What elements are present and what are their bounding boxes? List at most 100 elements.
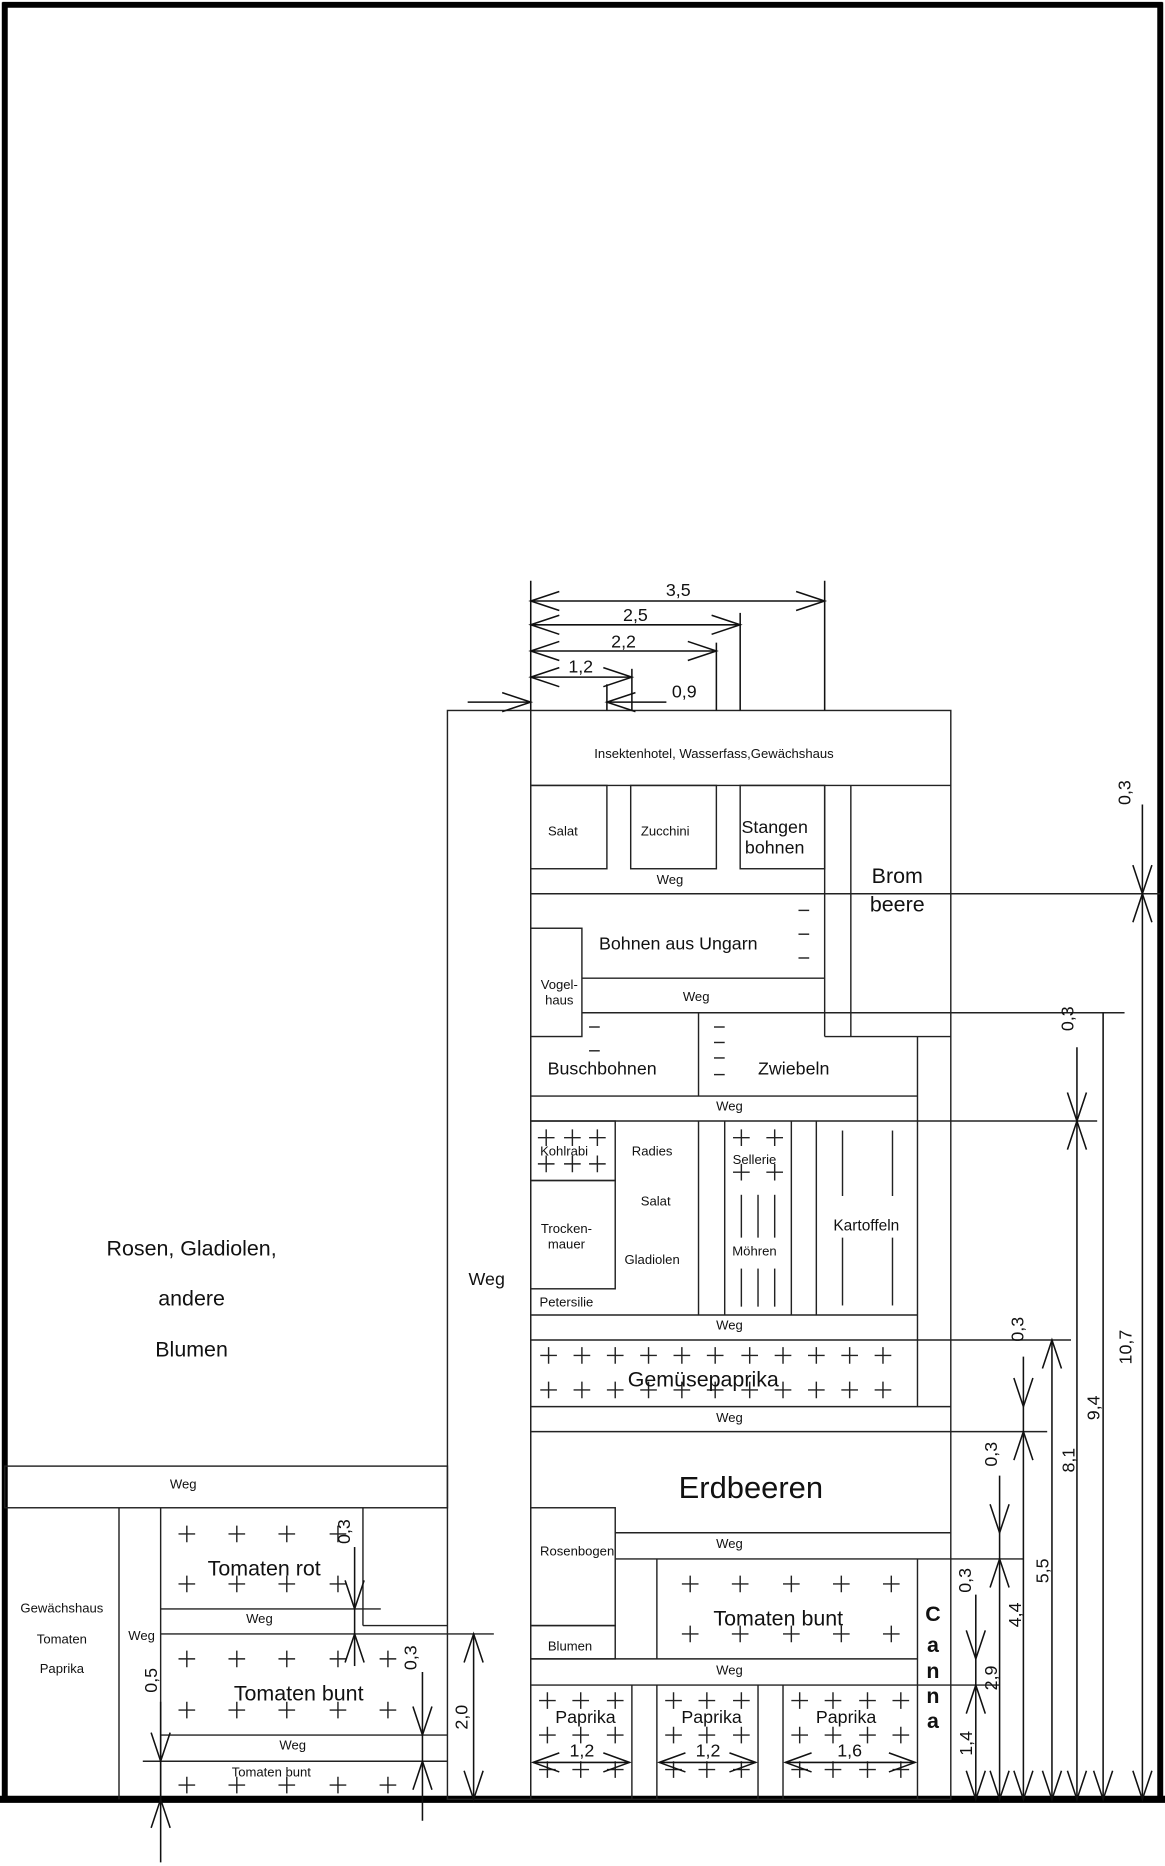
dim-label: 2,9: [981, 1665, 1001, 1690]
plant-cross-icon: [379, 1701, 397, 1719]
plant-cross-icon: [766, 1163, 784, 1181]
sellerie-label: Sellerie: [733, 1152, 777, 1167]
buschbohnen-label: Buschbohnen: [548, 1059, 657, 1079]
plant-cross-icon: [278, 1701, 296, 1719]
plant-cross-icon: [791, 1692, 809, 1709]
plant-cross-icon: [783, 1625, 800, 1643]
plant-cross-icon: [859, 1761, 876, 1778]
plant-cross-icon: [841, 1381, 858, 1399]
gladiolen-label: Gladiolen: [624, 1252, 679, 1267]
plant-cross-icon: [808, 1347, 825, 1364]
path-label: Weg: [716, 1098, 743, 1113]
dim-label: 0,3: [955, 1568, 975, 1593]
plant-cross-icon: [278, 1776, 296, 1794]
dim-label: 1,4: [956, 1731, 976, 1756]
plant-cross-icon: [606, 1726, 624, 1744]
plant-cross-icon: [329, 1701, 347, 1719]
plant-cross-icon: [706, 1347, 724, 1364]
plant-cross-icon: [706, 1381, 724, 1399]
paprika-label: Paprika: [816, 1707, 877, 1727]
plot-frame: [0, 1, 1165, 1803]
plant-cross-icon: [640, 1347, 657, 1364]
gemuesepaprika-label: Gemüsepaprika: [628, 1367, 779, 1391]
canna-letter: a: [927, 1633, 940, 1657]
path-label: Weg: [716, 1536, 743, 1551]
stangenbohnen-label-1: Stangen: [741, 817, 807, 837]
erdbeeren-label: Erdbeeren: [679, 1470, 823, 1505]
plant-cross-icon: [774, 1347, 792, 1364]
rosenbogen-label: Rosenbogen: [540, 1543, 614, 1558]
kohlrabi-label: Kohlrabi: [540, 1144, 588, 1159]
plant-cross-icon: [228, 1776, 246, 1794]
dim-label: 4,4: [1005, 1602, 1025, 1627]
trockenmauer-label-2: mauer: [548, 1236, 586, 1251]
plant-cross-icon: [731, 1575, 749, 1593]
plant-cross-icon: [698, 1761, 716, 1778]
path-label: Weg: [246, 1611, 273, 1626]
plant-cross-icon: [892, 1692, 910, 1709]
plant-cross-icon: [329, 1776, 347, 1794]
plant-cross-icon: [774, 1381, 792, 1399]
dim-label: 1,2: [570, 1740, 595, 1760]
kartoffeln-label: Kartoffeln: [833, 1217, 899, 1234]
blumen-label: Blumen: [548, 1639, 592, 1654]
plant-cross-icon: [537, 1129, 555, 1147]
brombeere-label-1: Brom: [872, 864, 923, 888]
plant-cross-icon: [882, 1625, 900, 1643]
plant-cross-icon: [698, 1692, 716, 1709]
plant-crosses: [178, 1129, 910, 1794]
dim-label: 0,5: [141, 1668, 161, 1693]
plant-cross-icon: [178, 1701, 196, 1719]
dim-label: 0,3: [334, 1519, 354, 1544]
plant-cross-icon: [572, 1726, 590, 1744]
flower-label-1: Rosen, Gladiolen,: [107, 1236, 277, 1260]
plant-cross-icon: [832, 1625, 850, 1643]
paprika-label: Paprika: [555, 1707, 616, 1727]
bohnen-ungarn-label: Bohnen aus Ungarn: [599, 934, 758, 954]
plant-cross-icon: [824, 1726, 842, 1744]
dim-label: 0,3: [400, 1645, 420, 1670]
dimension-labels: 3,5 2,5 2,2 1,2 0,9 1,2 1,2 1,6 1,4 2,9 …: [141, 580, 1136, 1760]
dim-label: 2,5: [623, 605, 648, 625]
plant-cross-icon: [733, 1692, 750, 1709]
plant-cross-icon: [824, 1761, 842, 1778]
plant-cross-icon: [673, 1381, 691, 1399]
canna-letter: a: [927, 1709, 940, 1733]
plant-cross-icon: [329, 1525, 347, 1543]
dim-label: 1,2: [696, 1740, 721, 1760]
plant-cross-icon: [859, 1726, 876, 1744]
flower-area: Rosen, Gladiolen, andere Blumen: [107, 1236, 277, 1361]
plant-cross-icon: [228, 1525, 246, 1543]
plant-cross-icon: [832, 1575, 850, 1593]
tomaten-bunt-small-label: Tomaten bunt: [232, 1765, 312, 1780]
plant-cross-icon: [329, 1650, 347, 1668]
plant-cross-icon: [606, 1692, 624, 1709]
greenhouse-label-1: Gewächshaus: [20, 1600, 103, 1615]
plant-cross-icon: [379, 1776, 397, 1794]
plant-cross-icon: [539, 1692, 556, 1709]
dim-label: 5,5: [1032, 1558, 1052, 1583]
plant-cross-icon: [379, 1650, 397, 1668]
plant-cross-icon: [640, 1381, 657, 1399]
plant-cross-icon: [841, 1347, 858, 1364]
stangenbohnen-label-2: bohnen: [745, 837, 805, 857]
flower-label-3: Blumen: [155, 1338, 228, 1362]
petersilie-label: Petersilie: [540, 1295, 594, 1310]
path-label: Weg: [279, 1737, 306, 1752]
plant-cross-icon: [589, 1155, 606, 1173]
path-label: Weg: [716, 1410, 743, 1425]
plant-cross-icon: [228, 1650, 246, 1668]
path-label: Weg: [657, 872, 684, 887]
dim-label: 0,3: [1007, 1317, 1027, 1342]
dim-label: 9,4: [1084, 1395, 1104, 1420]
path-label: Weg: [716, 1317, 743, 1332]
canna-letter: n: [926, 1659, 939, 1683]
flower-label-2: andere: [158, 1286, 225, 1310]
plant-cross-icon: [733, 1726, 750, 1744]
plant-cross-icon: [573, 1381, 591, 1399]
plant-cross-icon: [540, 1381, 557, 1399]
brombeere-label-2: beere: [870, 893, 925, 917]
dim-label: 2,2: [611, 631, 636, 651]
plant-cross-icon: [808, 1381, 825, 1399]
